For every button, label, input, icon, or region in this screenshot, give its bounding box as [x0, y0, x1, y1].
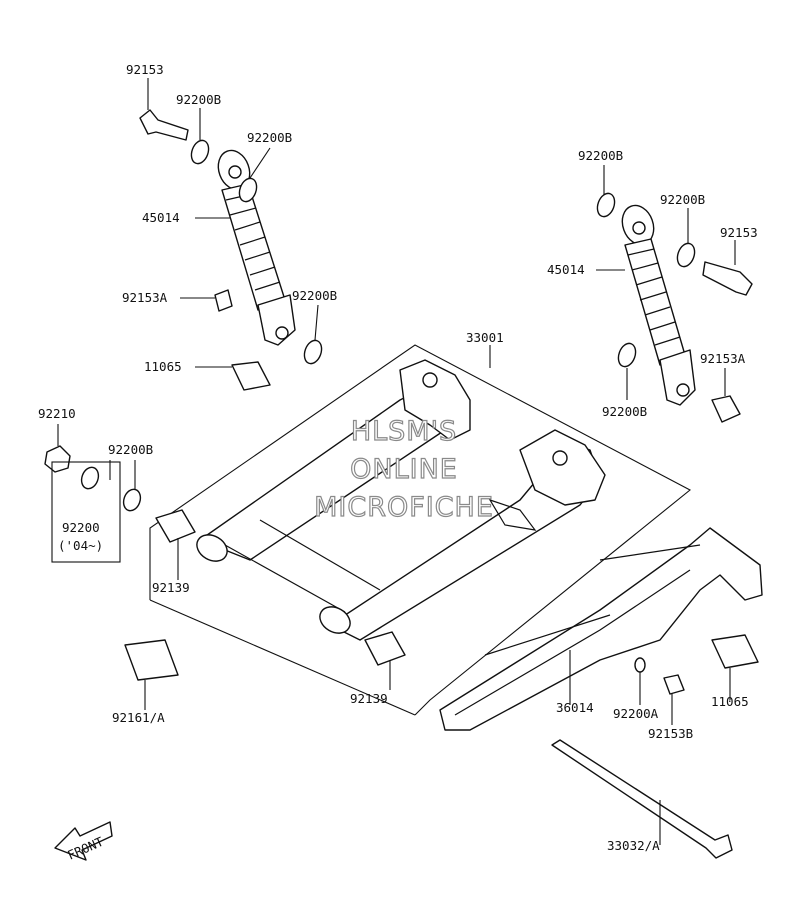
callout-92153-left: 92153	[126, 62, 164, 77]
callout-92153B: 92153B	[648, 726, 693, 741]
bushing-92139-left	[155, 509, 196, 543]
callout-92200A: 92200A	[613, 706, 659, 721]
callout-92153A-right: 92153A	[700, 351, 746, 366]
right-shock-part	[621, 204, 696, 406]
callout-45014-right: 45014	[547, 262, 585, 277]
callout-11065-right: 11065	[711, 694, 749, 709]
callout-33032A: 33032/A	[607, 838, 660, 853]
callout-92200B-2: 92200B	[247, 130, 292, 145]
callout-92139-left: 92139	[152, 580, 190, 595]
washer-92200B-2	[238, 177, 258, 203]
callout-92200B-r2: 92200B	[660, 192, 705, 207]
callout-92200B-1: 92200B	[176, 92, 221, 107]
callout-36014: 36014	[556, 700, 594, 715]
callout-92200-line2: ('04~)	[58, 538, 103, 553]
watermark: HLSM'S ONLINE MICROFICHE	[313, 415, 494, 523]
washer-92200B-3	[303, 339, 323, 365]
bolt-92153A-left	[214, 289, 233, 312]
washer-92200B-r1	[596, 192, 616, 218]
hardware-parts	[44, 109, 759, 859]
bolt-92153-right	[702, 261, 753, 296]
callout-92200-line1: 92200	[62, 520, 100, 535]
washer-92200B-r2	[676, 242, 696, 268]
callout-92200B-r1: 92200B	[578, 148, 623, 163]
callout-92200B-3: 92200B	[292, 288, 337, 303]
watermark-line2: ONLINE	[350, 454, 458, 485]
washer-92200B-4	[122, 488, 142, 512]
nut-92210	[44, 445, 71, 473]
collar-11065-left	[231, 361, 271, 391]
callout-92210: 92210	[38, 406, 76, 421]
bolt-92153-left	[139, 109, 189, 141]
washer-92200A	[634, 657, 646, 673]
callout-box-92200	[51, 461, 121, 563]
collar-11065-right	[711, 634, 759, 669]
callout-92153A-left: 92153A	[122, 290, 168, 305]
callout-92161A: 92161/A	[112, 710, 165, 725]
washer-92200B-r3	[617, 342, 637, 368]
callout-11065-left: 11065	[144, 359, 182, 374]
washer-92200	[80, 466, 100, 490]
washer-92200B-1	[190, 139, 210, 165]
callout-92200B-r3: 92200B	[602, 404, 647, 419]
bolt-92153B	[663, 674, 685, 695]
callout-labels: 92153 92200B 92200B 45014 92153A 92200B …	[38, 62, 758, 853]
watermark-line3: MICROFICHE	[314, 492, 494, 523]
axle-33032A	[551, 739, 733, 859]
leader-lines	[57, 78, 736, 845]
bolt-92153A-right	[711, 395, 741, 423]
chain-guard-part	[439, 527, 763, 731]
bushing-92139-right	[364, 631, 406, 666]
front-arrow: FRONT	[54, 821, 113, 863]
callout-92139-right: 92139	[350, 691, 388, 706]
callout-92153-right: 92153	[720, 225, 758, 240]
front-arrow-icon	[54, 821, 113, 861]
callout-33001: 33001	[466, 330, 504, 345]
callout-92200B-4: 92200B	[108, 442, 153, 457]
left-shock-part	[217, 149, 296, 346]
collar-92161A	[124, 639, 179, 681]
swingarm-part	[196, 359, 606, 641]
assembly-frame	[149, 344, 691, 716]
watermark-line1: HLSM'S	[351, 416, 457, 447]
callout-45014-left: 45014	[142, 210, 180, 225]
